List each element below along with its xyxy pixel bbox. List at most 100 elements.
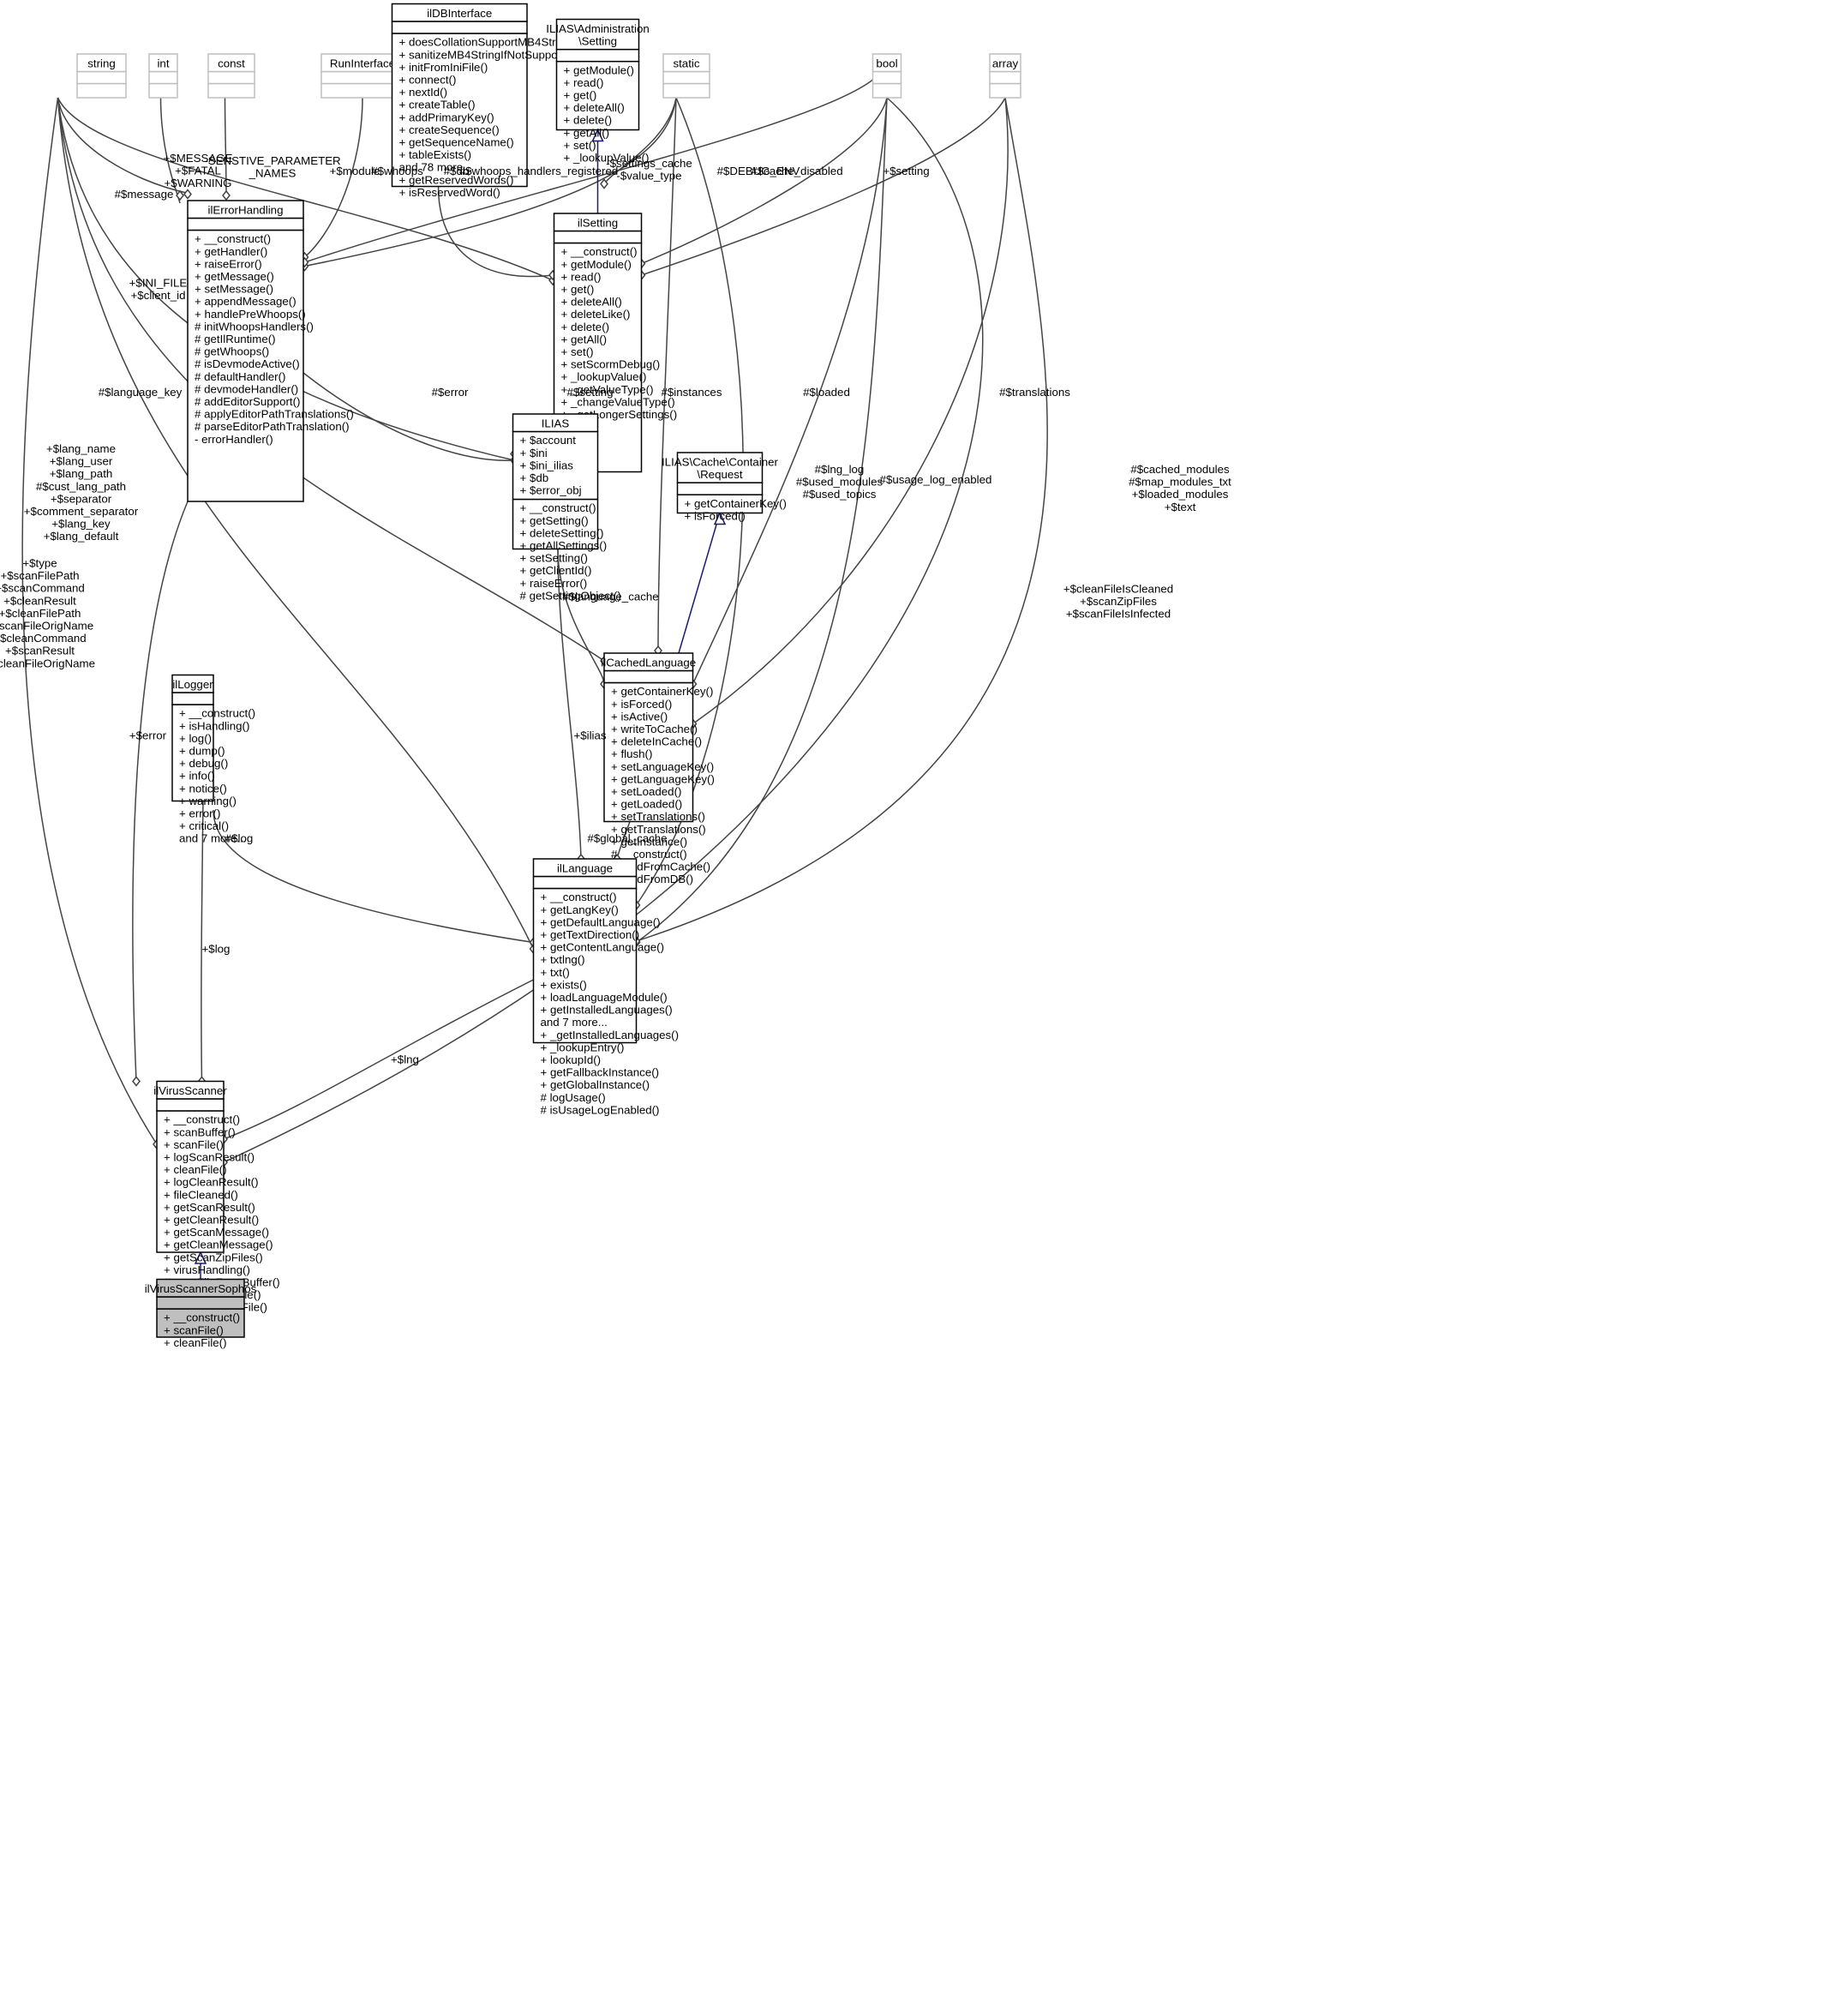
inheritance-arrow [713,511,727,525]
class-attribute: + $account [520,434,577,447]
class-name: ilVirusScanner [153,1084,227,1097]
edge-label-line: +$comment_separator [24,505,139,518]
edge-label-line: +$cleanFileIsCleaned [1063,583,1173,596]
aggregation-diamond [176,189,184,201]
class-operation: + getFallbackInstance() [541,1066,660,1079]
class-operation: + __construct() [179,707,255,720]
class-operation: + __construct() [164,1311,240,1324]
class-node-runinterface[interactable]: RunInterface [320,53,404,99]
edge-label-line: +$lng [391,1053,419,1066]
edge-label-line: #$loaded [803,386,850,399]
class-operation: # defaultHandler() [195,370,285,383]
association-edge [692,97,888,685]
association-edge [57,97,515,461]
class-node-ilcachedlanguage[interactable]: ilCachedLanguage+ getContainerKey()+ isF… [601,652,715,885]
edge-label-line: +$scanCommand [0,582,85,595]
class-node-illanguage[interactable]: ilLanguage+ __construct()+ getLangKey()+… [532,858,680,1116]
class-operation: + info() [179,770,215,783]
class-attributes-box [603,669,694,684]
aggregation-diamond [183,189,192,200]
edge-label-mfw: +$MESSAGE+$FATAL+$WARNING [164,152,233,189]
edge-label-instances: #$instances [662,386,722,399]
class-operation: + getModule() [564,63,634,76]
class-node-ilvirusscannersophos[interactable]: ilVirusScannerSophos+ __construct()+ sca… [145,1278,257,1349]
edge-label-line: +$setting [883,165,929,177]
association-edge [304,97,677,267]
edge-label-usagelog: #$usage_log_enabled [880,473,992,486]
class-node-string[interactable]: string [76,53,127,99]
class-node-ildbinterface[interactable]: ilDBInterface+ doesCollationSupportMB4St… [391,3,585,199]
inheritance-arrow [591,128,604,142]
edge-label-line: +$error [129,729,167,742]
class-operation: + _lookupValue() [561,370,647,383]
edge-label-line: #$instances [662,386,722,399]
class-operation: + _changeValueType() [561,395,675,408]
class-operation: + getInstalledLanguages() [541,1004,673,1017]
class-operation: + getLangKey() [541,903,619,916]
class-attributes-box [156,1098,225,1112]
association-edge [303,372,515,461]
class-node-cacherequest[interactable]: ILIAS\Cache\Container\Request+ getContai… [662,452,787,522]
class-attributes-box [662,70,710,85]
class-node-ilias[interactable]: ILIAS+ $account+ $ini+ $ini_ilias+ $db+ … [512,413,621,602]
class-node-bool[interactable]: bool [872,53,902,99]
class-node-adminsetting[interactable]: ILIAS\Administration\Setting+ getModule(… [546,18,650,165]
class-node-illogger[interactable]: ilLogger+ __construct()+ isHandling()+ l… [171,674,255,845]
class-name: ilCachedLanguage [601,657,696,669]
edge-label-langvars: +$lang_name+$lang_user+$lang_path#$cust_… [24,442,139,543]
class-operation: + setLanguageKey() [611,760,714,773]
class-operation: + addPrimaryKey() [399,111,494,123]
class-attributes-box [187,217,304,231]
association-edge [223,979,534,1140]
edge-label-line: +$lang_path [50,467,113,480]
class-operation: + critical() [179,819,229,832]
class-name: ILIAS [542,417,570,430]
edge-label-line: +$MESSAGE [164,152,233,165]
class-node-static[interactable]: static [662,53,710,99]
class-attribute: + $ini [520,447,548,459]
class-node-const[interactable]: const [207,53,255,99]
class-operation: + dump() [179,745,225,758]
class-operation: + _lookupEntry() [541,1041,625,1053]
class-operation: + notice() [179,782,227,795]
edge-label-line: #$DEBUG_ENV [717,165,800,177]
class-operation: + getModule() [561,258,632,271]
class-operation: + debug() [179,757,228,770]
class-operation: # devmodeHandler() [195,382,298,395]
edge-label-line: #$whoops_handlers_registered [459,165,619,177]
class-operation: + getInstance() [611,835,687,848]
class-operation: + cleanFile() [164,1336,227,1349]
class-attributes-box [676,482,764,495]
edge-label-langkey: #$language_key [99,386,183,399]
edge-label-line: +$lang_name [46,442,116,455]
class-attributes-box [156,1296,245,1310]
class-operation: + isForced() [685,509,746,522]
class-operation: + __construct() [164,1113,240,1126]
class-operation: + createTable() [399,99,476,111]
association-edge [21,97,158,1145]
class-operation: and 7 more... [179,832,246,845]
edge-label-lnglog: #$lng_log#$used_modules#$used_topics [796,463,884,501]
class-attributes-box [76,70,127,85]
class-node-int[interactable]: int [148,53,178,99]
association-edge [304,97,363,258]
class-node-array[interactable]: array [989,53,1021,99]
class-attributes-box [989,70,1021,85]
edge-label-db: #$db [444,165,470,177]
association-edge [692,97,1009,725]
class-attributes-box [532,875,638,890]
class-operation: + doesCollationSupportMB4Strings() [399,36,584,49]
class-operation: + initFromIniFile() [399,61,488,74]
class-attributes-box [872,70,902,85]
class-operation: + getScanMessage() [164,1226,269,1239]
class-title-box [555,18,640,51]
edge-label-line: -$settings_cache [606,157,692,170]
edge-label-line: #$message [115,188,174,201]
association-edge [557,549,582,860]
class-operation: + setLoaded() [611,785,681,798]
class-operation: + __construct() [195,232,271,245]
class-node-ilerrorhandling[interactable]: ilErrorHandling+ __construct()+ getHandl… [187,200,354,502]
class-attribute: + $db [520,471,549,484]
class-operation: # isDevmodeActive() [195,357,300,370]
